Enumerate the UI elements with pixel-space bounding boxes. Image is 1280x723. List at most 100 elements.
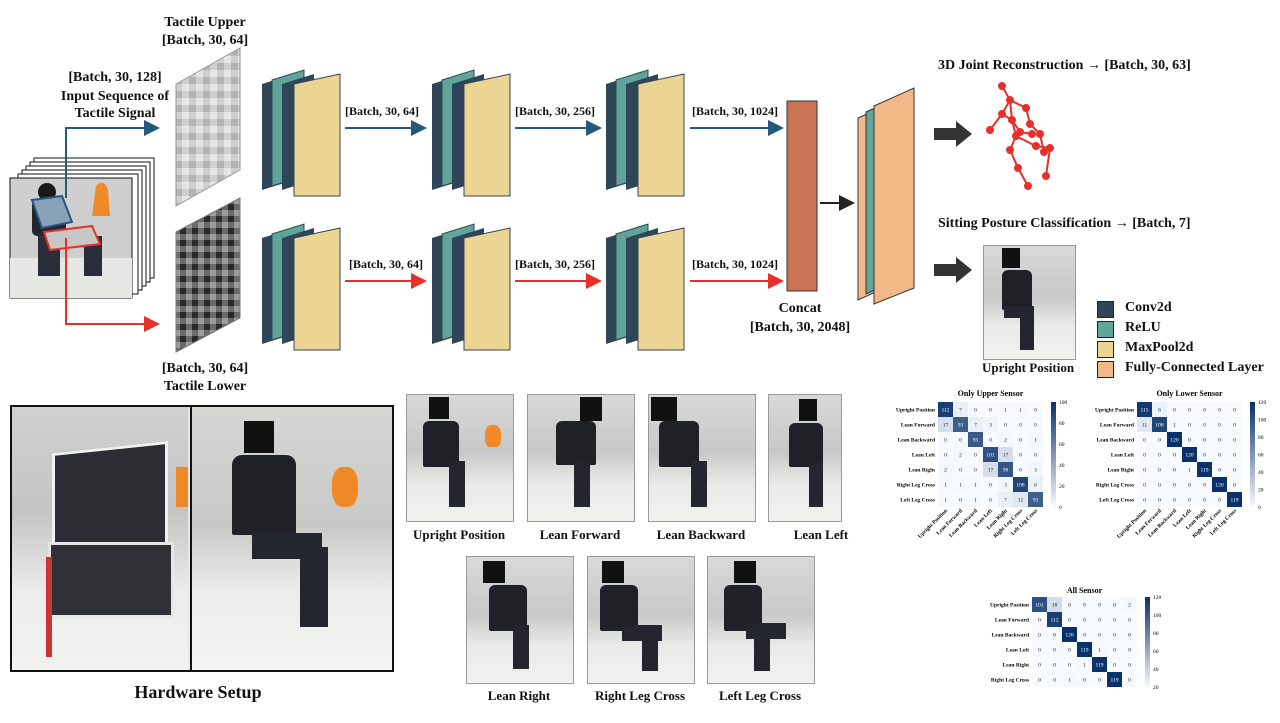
cm-cell (1152, 492, 1167, 507)
cm-cell-value: 119 (1110, 678, 1118, 684)
cm-cell (953, 447, 968, 462)
cm-colorbar-tick: 80 (1059, 421, 1065, 427)
cm-cell (1152, 462, 1167, 477)
cm-cell-value: 0 (1038, 633, 1041, 639)
cm-row-label: Lean Forward (995, 618, 1029, 624)
cm-cell (1047, 612, 1062, 627)
cm-cell-value: 0 (1143, 483, 1146, 489)
cm-cell-value: 3 (1034, 468, 1037, 474)
cm-cell-value: 0 (974, 408, 977, 414)
cm-cell-value: 119 (1200, 468, 1208, 474)
upper-arrow-label-3: [Batch, 30, 1024] (692, 104, 778, 118)
cm-cell-value: 120 (1215, 483, 1224, 489)
cm-cell-value: 0 (974, 468, 977, 474)
hardware-chair-photo (12, 407, 188, 670)
cm-cell-value: 1 (1173, 423, 1176, 429)
cm-cell (998, 402, 1013, 417)
cm-cell-value: 0 (1019, 468, 1022, 474)
cm-cell-value: 0 (1218, 453, 1221, 459)
cm-cell (1227, 447, 1242, 462)
cm-cell-value: 98 (1003, 468, 1009, 474)
cm-cell (998, 477, 1013, 492)
cm-cell (983, 417, 998, 432)
cm-row-label: Lean Left (1006, 648, 1029, 654)
cm-cell (968, 477, 983, 492)
cm-cell (1182, 417, 1197, 432)
cm-cell (1167, 432, 1182, 447)
cm-cell-value: 0 (1068, 618, 1071, 624)
cm-cell (953, 492, 968, 507)
concat-block (786, 100, 818, 292)
cm-colorbar-tick: 60 (1258, 453, 1264, 459)
cm-cell (1197, 432, 1212, 447)
cm-cell-value: 0 (1233, 408, 1236, 414)
cm-cell (1062, 657, 1077, 672)
cm-cell-value: 2 (959, 453, 962, 459)
cm-cell (1013, 432, 1028, 447)
cm-cell-value: 0 (1173, 408, 1176, 414)
cm-cell-value: 0 (1113, 633, 1116, 639)
cm-cell (1092, 672, 1107, 687)
lower-arrow-label-1: [Batch, 30, 64] (349, 257, 423, 271)
cm-cell (1047, 657, 1062, 672)
cm-cell (1182, 477, 1197, 492)
cm-cell (1197, 402, 1212, 417)
cm-row-label: Left Leg Cross (900, 498, 935, 504)
cm-cell (1077, 612, 1092, 627)
cm-cell (1077, 642, 1092, 657)
posture-label-right-leg-cross: Right Leg Cross (594, 688, 686, 703)
upper-block-2 (432, 69, 511, 197)
cm-cell-value: 0 (1143, 453, 1146, 459)
cm-cell-value: 0 (1143, 468, 1146, 474)
cm-cell (1047, 642, 1062, 657)
cm-cell-value: 11 (1142, 423, 1148, 429)
cm-cell (938, 402, 953, 417)
cm-cell (1013, 417, 1028, 432)
cm-cell (1227, 417, 1242, 432)
cm-cell (1137, 402, 1152, 417)
cm-cell-value: 0 (1233, 438, 1236, 444)
input-shape-label: [Batch, 30, 128] (68, 70, 162, 85)
cm-cell (1013, 477, 1028, 492)
posture-photo-upright (406, 394, 514, 522)
cm-row-label: Lean Left (912, 453, 935, 459)
cm-cell-value: 0 (1068, 663, 1071, 669)
cm-cell (1107, 627, 1122, 642)
cm-cell-value: 101 (1035, 603, 1044, 609)
upper-block-1 (262, 69, 341, 197)
cm-cell (1107, 672, 1122, 687)
posture-label-lean-right: Lean Right (487, 688, 551, 703)
cm-cell-value: 17 (988, 468, 994, 474)
cm-cell-value: 0 (1053, 633, 1056, 639)
cm-cell (1122, 672, 1137, 687)
cm-cell (1077, 597, 1092, 612)
cm-cell-value: 1 (959, 483, 962, 489)
cm-cell-value: 0 (1158, 483, 1161, 489)
upper-shape: [Batch, 30, 64] (161, 33, 249, 48)
cm-row-label: Lean Backward (898, 438, 935, 444)
cm-cell (968, 432, 983, 447)
cm-cell (1107, 657, 1122, 672)
cm-cell-value: 0 (1128, 678, 1131, 684)
cm-row-label: Upright Position (1095, 408, 1134, 414)
cm-cell (1028, 447, 1043, 462)
cm-cell (1032, 612, 1047, 627)
input-frame-stack (9, 157, 155, 299)
cm-cell-value: 0 (944, 453, 947, 459)
cm-cell (1013, 447, 1028, 462)
cm-cell (1182, 492, 1197, 507)
cm-cell-value: 0 (1019, 423, 1022, 429)
legend-swatch-fc (1097, 361, 1114, 378)
cm-cell-value: 0 (1053, 663, 1056, 669)
cm-cell-value: 0 (1038, 648, 1041, 654)
posture-arrow (934, 257, 972, 283)
cm-cell (1107, 612, 1122, 627)
cm-cell-value: 0 (1233, 468, 1236, 474)
lower-arrow-label-2: [Batch, 30, 256] (515, 257, 595, 271)
cm-cell-value: 0 (1218, 498, 1221, 504)
cm-cell (1212, 447, 1227, 462)
cm-cell (1107, 597, 1122, 612)
cm-cell (938, 477, 953, 492)
posture-photo-lean-right (466, 556, 574, 684)
